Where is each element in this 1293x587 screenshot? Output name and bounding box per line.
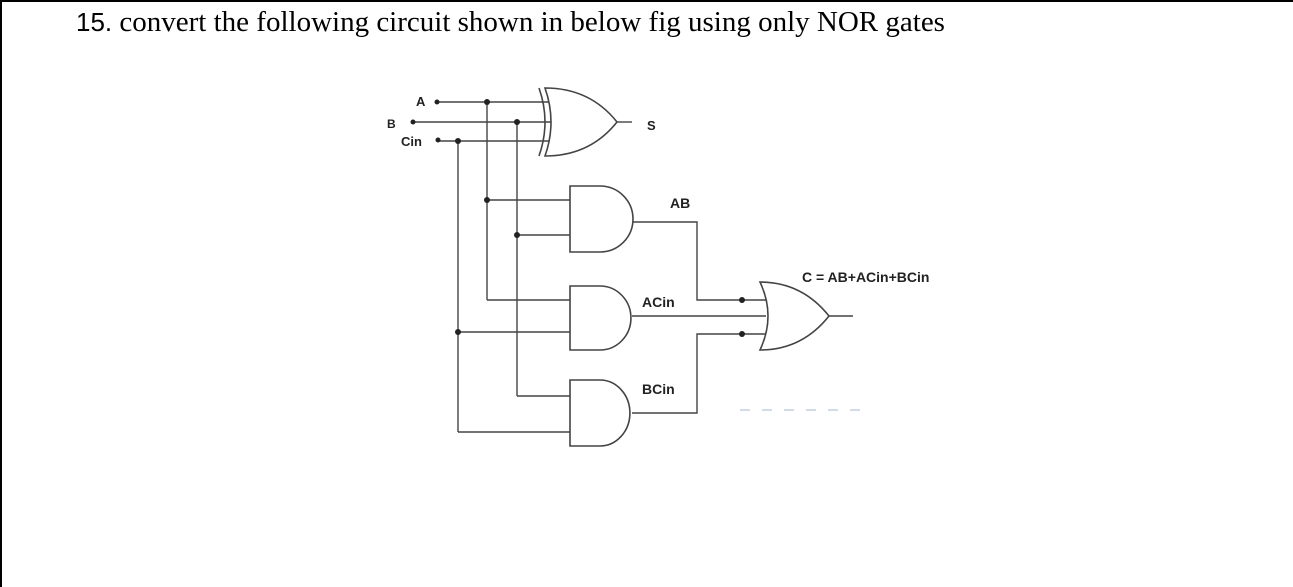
question-text: convert the following circuit shown in b… — [119, 6, 945, 38]
wire-bcin-to-or — [632, 333, 766, 414]
xor-gate-back-curve — [538, 87, 546, 157]
label-term-acin: ACin — [642, 294, 675, 310]
label-output-carry: C = AB+ACin+BCin — [802, 269, 929, 285]
and-gate-bcin — [569, 379, 631, 447]
label-input-a: A — [416, 94, 426, 109]
junction-dots — [410, 99, 745, 337]
label-output-sum: S — [647, 118, 656, 133]
and-gate-acin — [569, 285, 632, 351]
label-term-bcin: BCin — [642, 381, 675, 397]
xor-gate — [543, 87, 619, 157]
wire-ab-to-or — [629, 221, 766, 301]
question-number: 15. — [76, 7, 113, 37]
and-gate-ab — [569, 185, 634, 253]
label-input-b: B — [387, 117, 396, 131]
or-gate — [758, 281, 831, 351]
wires — [414, 101, 853, 433]
gates — [538, 87, 831, 447]
question-title: 15. convert the following circuit shown … — [76, 6, 945, 39]
label-term-ab: AB — [670, 195, 690, 211]
label-input-cin: Cin — [401, 134, 422, 149]
